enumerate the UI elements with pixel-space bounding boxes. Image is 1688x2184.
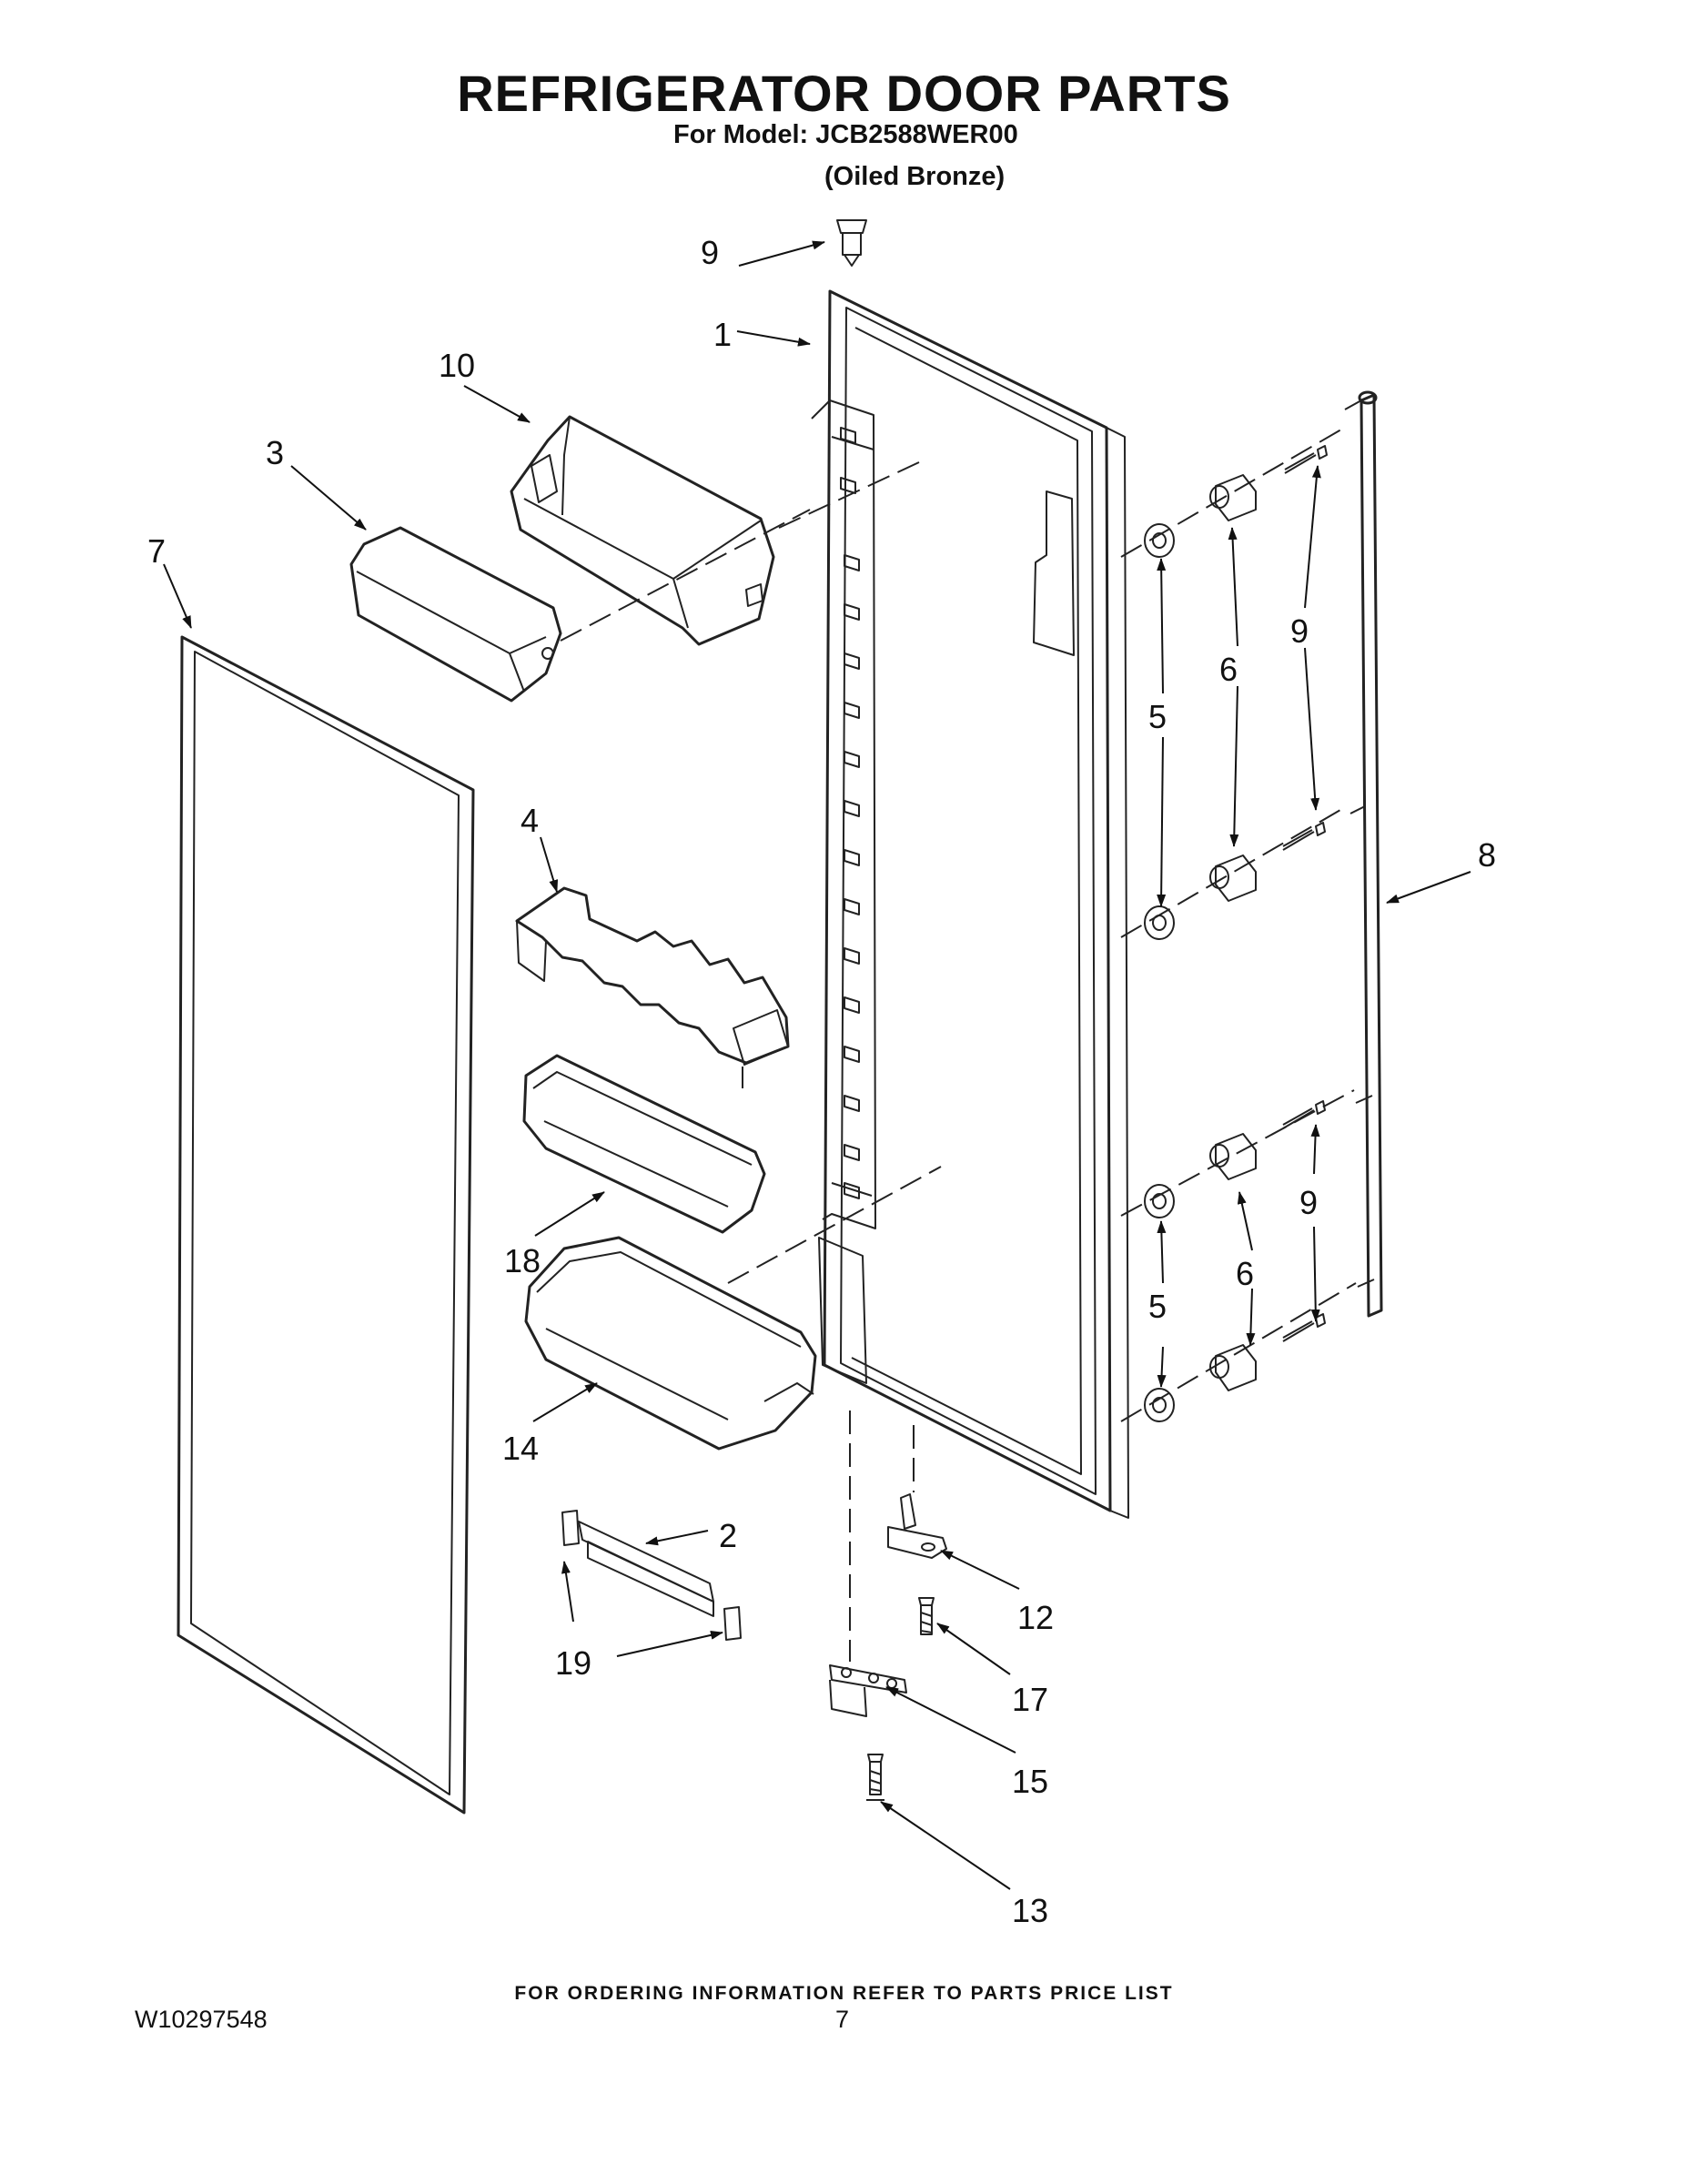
callout-7: 7 bbox=[147, 532, 166, 570]
callout-3: 3 bbox=[266, 434, 284, 471]
model-line: For Model: JCB2588WER00 bbox=[673, 120, 1018, 149]
callout-5-top: 5 bbox=[1148, 698, 1167, 735]
trim-strip-part bbox=[578, 1521, 714, 1617]
callout-15: 15 bbox=[1012, 1763, 1048, 1800]
handle-screw-part bbox=[1282, 445, 1328, 1342]
callout-16: 14 bbox=[502, 1430, 539, 1467]
hinge-bracket-part bbox=[887, 1493, 947, 1559]
callout-10: 10 bbox=[439, 347, 475, 384]
page-title: REFRIGERATOR DOOR PARTS bbox=[457, 65, 1231, 122]
callout-8: 8 bbox=[1478, 836, 1496, 874]
callout-9-top: 9 bbox=[1290, 612, 1309, 650]
end-cap-part bbox=[561, 1510, 742, 1641]
small-door-bin-part bbox=[522, 1054, 766, 1234]
door-liner-part bbox=[811, 289, 1129, 1519]
callout-18: 18 bbox=[504, 1242, 541, 1279]
door-gasket-part bbox=[177, 635, 475, 1815]
callout-9-bottom: 9 bbox=[1299, 1184, 1318, 1221]
callout-4: 4 bbox=[521, 802, 539, 839]
assembly-lines bbox=[560, 429, 1357, 1662]
hinge-plate-part bbox=[829, 1664, 907, 1717]
callout-2: 2 bbox=[719, 1517, 737, 1554]
handle-spacer-part bbox=[1209, 474, 1257, 1391]
ordering-note: FOR ORDERING INFORMATION REFER TO PARTS … bbox=[514, 1983, 1174, 2004]
callout-6-bottom: 6 bbox=[1236, 1255, 1254, 1292]
can-rack-part bbox=[515, 886, 790, 1088]
finish-line: (Oiled Bronze) bbox=[824, 162, 1006, 191]
callout-1: 1 bbox=[713, 316, 732, 353]
handle-bar-part bbox=[1344, 390, 1383, 1318]
door-clip-column bbox=[840, 427, 860, 1199]
callout-leaders bbox=[163, 240, 1471, 1890]
callout-6-top: 6 bbox=[1219, 651, 1238, 688]
page-number: 7 bbox=[835, 2006, 850, 2033]
callout-labels: 9 1 10 3 7 4 18 14 2 19 12 17 15 13 8 5 … bbox=[147, 234, 1496, 1929]
callout-17: 17 bbox=[1012, 1681, 1048, 1718]
callout-14: 13 bbox=[1012, 1892, 1048, 1929]
dairy-door-part bbox=[349, 526, 562, 703]
top-plug-part bbox=[836, 219, 867, 267]
callout-13: 9 bbox=[701, 234, 719, 271]
document-number: W10297548 bbox=[135, 2006, 268, 2033]
callout-19: 19 bbox=[555, 1644, 591, 1682]
dairy-bin-part bbox=[510, 415, 775, 646]
screw-part bbox=[918, 1597, 935, 1635]
large-door-bin-part bbox=[524, 1236, 817, 1451]
callout-5-bottom: 5 bbox=[1148, 1288, 1167, 1325]
screw-part bbox=[866, 1754, 884, 1801]
callout-12: 12 bbox=[1017, 1599, 1054, 1636]
